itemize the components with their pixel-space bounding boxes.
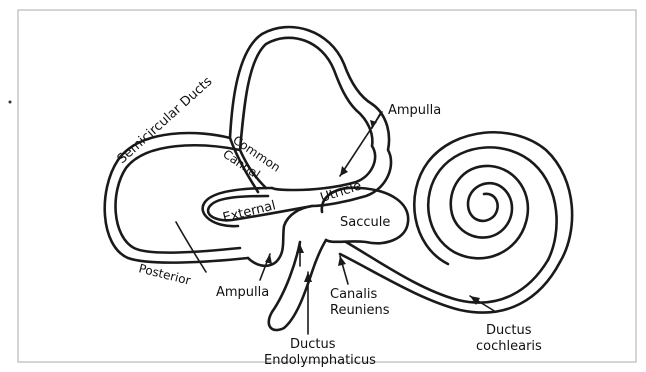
label-ampulla-top: Ampulla [388, 103, 441, 118]
label-posterior: Posterior [137, 261, 192, 287]
label-ductus-cochlearis-2: cochlearis [476, 339, 542, 354]
ductus-endolymphaticus [269, 240, 326, 330]
ductus-cochlearis-spiral [428, 147, 556, 260]
label-ductus-endolymphaticus-2: Endolymphaticus [264, 353, 376, 368]
saccule-arrowhead [296, 244, 304, 253]
label-external: External [221, 198, 277, 226]
label-ductus-cochlearis-1: Ductus [486, 323, 532, 338]
ampulla-top-arrowhead-a [340, 166, 348, 176]
utricle-inner [272, 110, 375, 190]
label-ductus-endolymphaticus-1: Ductus [290, 337, 336, 352]
ductus-cochlearis-outer [414, 132, 572, 264]
label-canalis-reuniens-1: Canalis [330, 287, 377, 302]
posterior-line [176, 222, 206, 272]
figure-frame [18, 10, 636, 362]
label-ampulla-bottom: Ampulla [216, 285, 269, 300]
label-saccule: Saccule [340, 215, 390, 230]
label-semicircular-ducts: Semicircular Ducts [115, 74, 216, 167]
label-canalis-reuniens-2: Reuniens [330, 303, 390, 318]
speck [9, 101, 12, 104]
